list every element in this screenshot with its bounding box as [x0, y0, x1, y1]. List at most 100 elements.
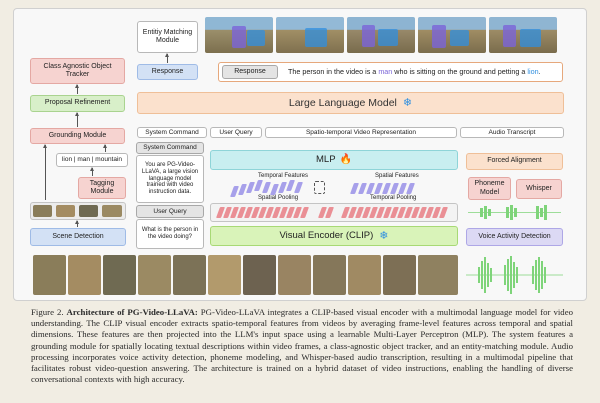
- forced-alignment-label: Forced Alignment: [487, 157, 542, 165]
- lion-mask: [247, 30, 265, 46]
- arrow-up: [75, 84, 79, 94]
- arrow-up: [43, 144, 47, 200]
- voice-activity-label: Voice Activity Detection: [478, 232, 551, 240]
- scene-detection-box: Scene Detection: [30, 228, 126, 246]
- grounding-module-box: Grounding Module: [30, 128, 125, 144]
- snowflake-icon: ❄: [402, 96, 413, 109]
- system-command-title: System Command: [143, 144, 197, 152]
- entity-man: man: [378, 67, 393, 76]
- whisper-label: Whisper: [526, 184, 552, 192]
- man-mask: [362, 25, 375, 47]
- tagging-module-label: Tagging Module: [89, 179, 115, 195]
- response-sentence: The person in the video is a man who is …: [288, 67, 541, 76]
- user-query-text: What is the person in the video doing?: [141, 227, 199, 240]
- arrow-up: [90, 167, 94, 176]
- grounding-module-label: Grounding Module: [48, 131, 107, 139]
- dashed-feature-box: [314, 181, 325, 194]
- response-text-before: The person in the video is a: [288, 67, 377, 76]
- video-frame: [68, 255, 101, 295]
- video-frame: [208, 255, 241, 295]
- fire-icon: 🔥: [339, 154, 352, 166]
- response-text-after: .: [538, 67, 541, 76]
- voice-activity-box: Voice Activity Detection: [466, 228, 563, 246]
- class-agnostic-tracker-label: Class Agnostic Object Tracker: [43, 62, 112, 78]
- man-mask: [232, 26, 246, 48]
- phoneme-model-box: Phoneme Model: [468, 177, 511, 200]
- figure-caption: Figure 2. Architecture of PG-Video-LLaVA…: [31, 307, 573, 385]
- lion-mask: [305, 28, 327, 47]
- video-frame: [103, 255, 136, 295]
- entity-matching-label: Entitiy Matching Module: [142, 28, 193, 44]
- video-frame: [33, 255, 66, 295]
- llm-input-audio-transcript-label: Audio Transcript: [488, 128, 536, 136]
- response-tag-label: Response: [234, 67, 266, 75]
- man-mask: [503, 25, 516, 47]
- caption-body: PG-Video-LLaVA integrates a CLIP-based v…: [31, 307, 574, 385]
- caption-title: Architecture of PG-Video-LLaVA:: [66, 307, 198, 317]
- visual-encoder-title: Visual Encoder (CLIP): [279, 229, 374, 241]
- response-output-label: Response: [151, 67, 184, 75]
- video-frame: [278, 255, 311, 295]
- lion-mask: [378, 29, 398, 46]
- arrow-up: [75, 112, 79, 127]
- system-command-text-box: You are PG-Video-LLaVA, a large vision l…: [136, 155, 204, 203]
- video-frame: [313, 255, 346, 295]
- keyframe-thumbnail: [102, 205, 122, 217]
- keyframe-thumbnail: [79, 205, 98, 217]
- keyframe-thumbnail: [56, 205, 75, 217]
- system-command-text: You are PG-Video-LLaVA, a large vision l…: [141, 161, 199, 196]
- llm-input-system-command: System Command: [137, 127, 207, 138]
- user-query-text-box: What is the person in the video doing?: [136, 219, 204, 249]
- llm-box: Large Language Model ❄: [137, 92, 564, 114]
- audio-segments-waveform: [466, 204, 563, 221]
- snowflake-icon: ❄: [379, 229, 389, 242]
- man-mask: [432, 25, 446, 48]
- response-text-container: [218, 62, 563, 82]
- tagging-module-box: Tagging Module: [78, 177, 126, 199]
- grounding-words: lion | man | mountain: [61, 156, 123, 164]
- spatial-pooling-label: Spatial Pooling: [258, 195, 299, 201]
- user-query-title-box: User Query: [136, 205, 204, 218]
- scene-detection-label: Scene Detection: [52, 232, 104, 240]
- grounding-words-box: lion | man | mountain: [56, 153, 128, 167]
- llm-input-spatiotemporal-label: Spatio-temporal Video Representation: [305, 128, 417, 136]
- audio-waveform: [466, 255, 563, 295]
- visual-encoder-box: Visual Encoder (CLIP) ❄: [210, 226, 458, 246]
- video-frame: [138, 255, 171, 295]
- response-text-middle: who is sitting on the ground and petting…: [394, 67, 526, 76]
- arrow-up: [75, 220, 79, 227]
- video-frame: [348, 255, 381, 295]
- user-query-title: User Query: [153, 207, 187, 215]
- llm-title: Large Language Model: [288, 96, 397, 109]
- video-frame: [383, 255, 416, 295]
- forced-alignment-box: Forced Alignment: [466, 153, 563, 170]
- entity-lion: lion: [527, 67, 539, 76]
- whisper-box: Whisper: [516, 179, 562, 199]
- llm-input-audio-transcript: Audio Transcript: [460, 127, 564, 138]
- llm-input-spatiotemporal: Spatio-temporal Video Representation: [265, 127, 457, 138]
- llm-input-system-command-label: System Command: [145, 128, 199, 136]
- keyframe-thumbnail: [33, 205, 52, 217]
- entity-matching-box: Entitiy Matching Module: [137, 21, 198, 53]
- lion-mask: [450, 30, 469, 46]
- phoneme-model-label: Phoneme Model: [474, 180, 505, 196]
- response-output-box: Response: [137, 64, 198, 80]
- llm-input-user-query-label: User Query: [219, 128, 253, 136]
- video-frame: [243, 255, 276, 295]
- arrow-up: [165, 53, 169, 63]
- mlp-title: MLP: [316, 153, 336, 165]
- proposal-refinement-label: Proposal Refinement: [44, 99, 111, 107]
- mlp-box: MLP 🔥: [210, 150, 458, 170]
- temporal-pooling-label: Temporal Pooling: [370, 195, 417, 201]
- lion-mask: [520, 29, 541, 47]
- temporal-features-label: Temporal Features: [258, 173, 309, 179]
- proposal-refinement-box: Proposal Refinement: [30, 95, 125, 112]
- class-agnostic-tracker-box: Class Agnostic Object Tracker: [30, 58, 125, 84]
- system-command-title-box: System Command: [136, 142, 204, 154]
- spatial-features-label: Spatial Features: [375, 173, 419, 179]
- video-frame: [418, 255, 458, 295]
- caption-label: Figure 2.: [31, 307, 64, 317]
- video-frame: [173, 255, 206, 295]
- arrow-up: [103, 144, 107, 152]
- llm-input-user-query: User Query: [210, 127, 262, 138]
